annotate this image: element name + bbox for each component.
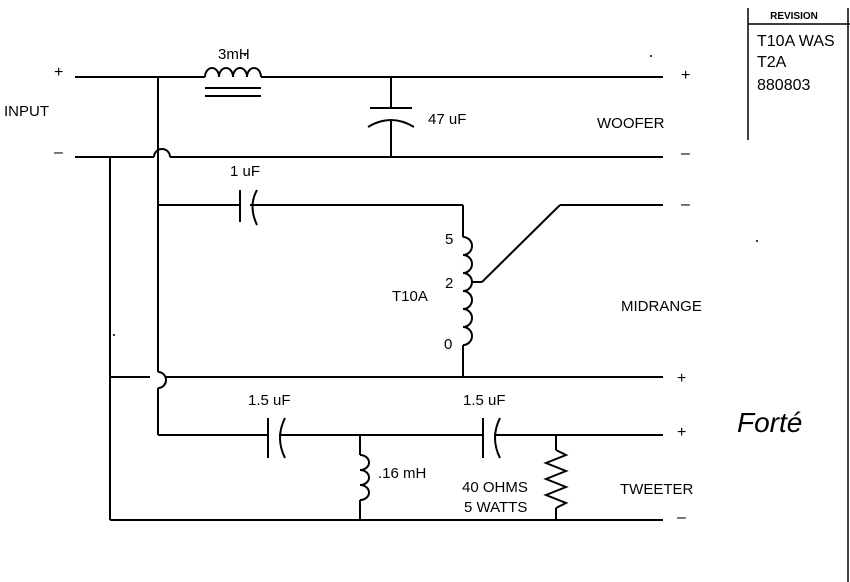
midrange-minus-sign: – [681, 196, 690, 213]
plus-bus-vertical [157, 77, 167, 435]
inductor-3mh-core [205, 87, 261, 97]
scan-dot [756, 240, 758, 242]
transformer-t10a [462, 204, 663, 377]
input-minus-sign: – [54, 144, 63, 161]
revision-block: REVISION T10A WAS T2A 880803 [747, 8, 850, 582]
midrange-plus-sign: + [677, 370, 686, 387]
resistor-40-ohm [543, 435, 569, 520]
woofer-minus-sign: – [681, 145, 690, 162]
revision-line-3: 880803 [757, 77, 810, 94]
woofer-plus-sign: + [681, 67, 690, 84]
inductor-3mh-label: 3mH [218, 46, 250, 63]
capacitor-47uf-label: 47 uF [428, 111, 466, 128]
woofer-plus-wire [75, 67, 663, 78]
revision-header: REVISION [770, 11, 818, 22]
capacitor-1uf-label: 1 uF [230, 163, 260, 180]
capacitor-tweeter-1-label: 1.5 uF [248, 392, 291, 409]
revision-line-1: T10A WAS [757, 33, 835, 50]
scan-dot [650, 55, 652, 57]
scan-dot [113, 334, 115, 336]
capacitor-tweeter-2-label: 1.5 uF [463, 392, 506, 409]
tap-5-label: 5 [445, 231, 453, 248]
inductor-016mh-label: .16 mH [378, 465, 426, 482]
tap-2-label: 2 [445, 275, 453, 292]
tweeter-minus-sign: – [677, 509, 686, 526]
capacitor-47uf [367, 77, 415, 157]
inductor-016mh [359, 435, 370, 520]
transformer-label: T10A [392, 288, 428, 305]
input-plus-sign: + [54, 64, 63, 81]
handwritten-signature: Forté [737, 407, 802, 438]
tweeter-plus-sign: + [677, 424, 686, 441]
midrange-input-wire [158, 189, 464, 237]
input-label: INPUT [4, 103, 49, 120]
scan-dot [244, 54, 246, 56]
resistor-label-line-2: 5 WATTS [464, 499, 527, 516]
resistor-label-line-1: 40 OHMS [462, 479, 528, 496]
tap-0-label: 0 [444, 336, 452, 353]
woofer-label: WOOFER [597, 115, 665, 132]
woofer-minus-wire [75, 148, 663, 158]
tweeter-plus-wire [158, 417, 663, 459]
revision-line-2: T2A [757, 54, 787, 71]
midrange-label: MIDRANGE [621, 298, 702, 315]
tweeter-label: TWEETER [620, 481, 693, 498]
